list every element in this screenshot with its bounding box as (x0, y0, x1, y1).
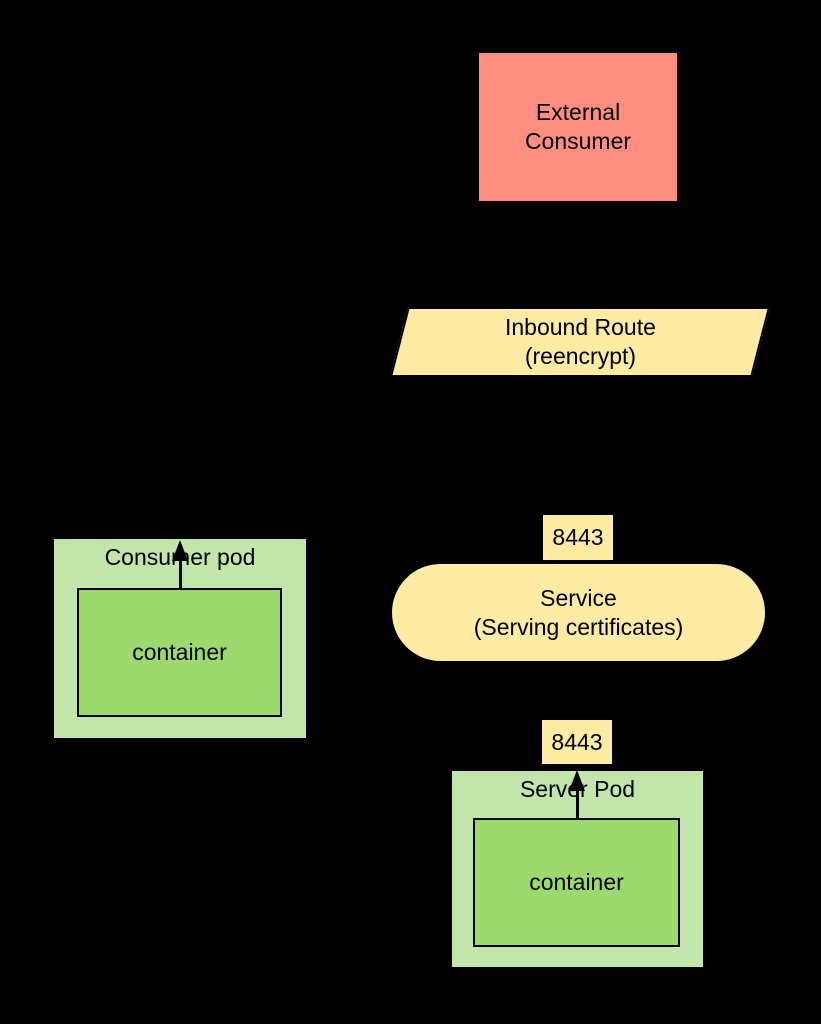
node-label-group: Inbound Route (reencrypt) (505, 313, 656, 371)
node-external-consumer: External Consumer (477, 51, 679, 203)
consumer-container-arrow-line (179, 560, 182, 588)
port-label: 8443 (552, 524, 604, 550)
server-container-arrow-line (576, 789, 579, 818)
label-line: Inbound Route (504, 314, 656, 340)
node-server-port-8443: 8443 (540, 718, 614, 766)
label-line: container (132, 639, 227, 665)
label-line: container (529, 869, 624, 895)
label-line: External (535, 99, 621, 125)
node-inbound-route: Inbound Route (reencrypt) (390, 307, 770, 377)
label-line: (reencrypt) (524, 343, 636, 369)
server-container-arrowhead (569, 770, 585, 791)
label-line: Service (540, 584, 617, 611)
node-service: Service (Serving certificates) (390, 562, 767, 663)
node-consumer-container: container (77, 588, 282, 717)
label-line: (Serving certificates) (473, 613, 684, 640)
node-server-container: container (473, 818, 680, 947)
consumer-container-arrowhead (172, 540, 188, 561)
port-label: 8443 (551, 728, 603, 755)
node-service-port-8443: 8443 (541, 513, 615, 562)
label-line: Consumer (524, 128, 632, 154)
